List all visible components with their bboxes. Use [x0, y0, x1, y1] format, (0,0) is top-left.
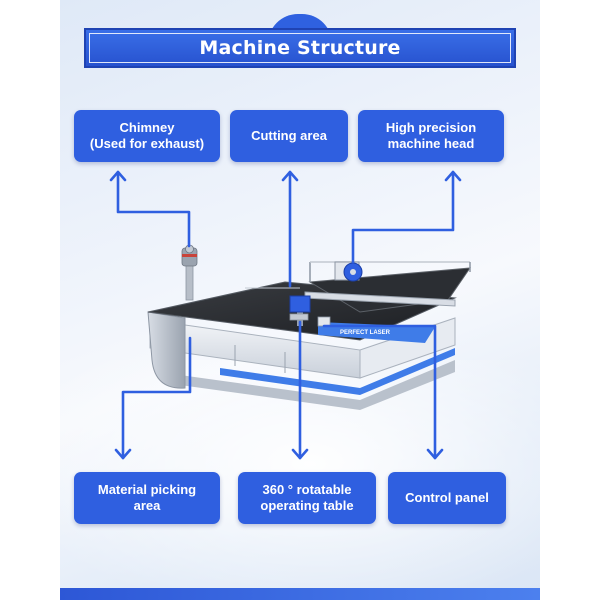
cutting-machine: PERFECT LASER [147, 244, 472, 410]
arrow-machine-head-head [444, 170, 462, 182]
arrow-material-picking [121, 336, 192, 460]
page-title: Machine Structure [199, 37, 401, 59]
machine-diagram: PERFECT LASER [109, 170, 472, 460]
label-operating-table-line1: 360 ° rotatable [262, 482, 352, 497]
label-operating-table: 360 ° rotatable operating table [238, 472, 376, 524]
machine-base-shadow [180, 360, 455, 410]
blue-stripe-front [220, 368, 360, 395]
arrow-chimney [116, 170, 191, 248]
operating-screen [289, 295, 311, 313]
label-chimney-line1: Chimney [119, 120, 175, 135]
label-chimney-line2: (Used for exhaust) [89, 136, 205, 151]
machine-end-cap [147, 311, 186, 389]
label-chimney: Chimney (Used for exhaust) [74, 110, 220, 162]
label-material-picking-line1: Material picking [97, 482, 197, 497]
arrow-control-panel [322, 324, 437, 460]
label-control-panel: Control panel [388, 472, 506, 524]
machine-brand-label: PERFECT LASER [340, 330, 391, 336]
chimney-red-band [182, 254, 197, 257]
operating-screen-base [289, 313, 309, 321]
label-machine-head: High precision machine head [358, 110, 504, 162]
arrow-machine-head [351, 170, 455, 264]
label-control-panel-text: Control panel [405, 490, 489, 505]
label-cutting-area: Cutting area [230, 110, 348, 162]
label-material-picking-line2: area [133, 498, 161, 513]
arrow-operating-table-head [291, 448, 309, 460]
label-machine-head-line2: machine head [387, 136, 475, 151]
arrow-material-picking-head [114, 448, 132, 460]
title-bar [84, 28, 516, 68]
arrow-chimney-head [109, 170, 127, 182]
bottom-accent-strip [60, 588, 540, 600]
label-machine-head-line1: High precision [385, 120, 477, 135]
label-cutting-area-text: Cutting area [251, 128, 327, 143]
machine-head-wheel-hub [350, 269, 356, 275]
diagram-canvas: Machine Structure [60, 0, 540, 600]
label-operating-table-line2: operating table [260, 498, 354, 513]
blue-stripe-side [360, 348, 455, 395]
arrow-control-panel-head [426, 448, 444, 460]
arrow-cutting-area-head [281, 170, 299, 182]
label-material-picking: Material picking area [74, 472, 220, 524]
control-panel-box [317, 316, 331, 327]
